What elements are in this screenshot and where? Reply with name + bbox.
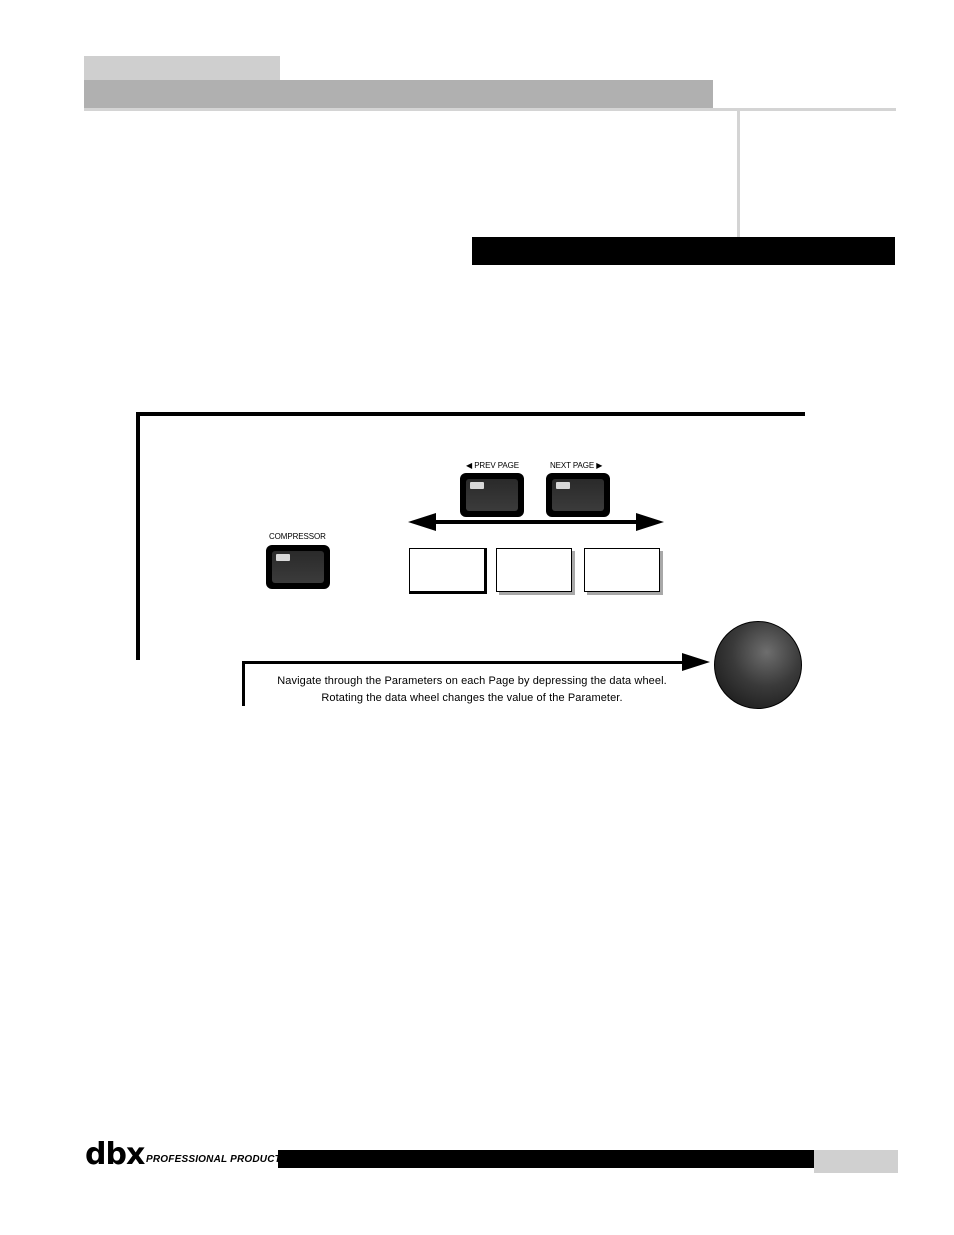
description-line-1: Navigate through the Parameters on each … [277, 675, 667, 687]
header-tab [84, 56, 280, 81]
compressor-button[interactable] [266, 545, 330, 589]
page-navigation-arrow-icon [408, 513, 664, 531]
footer-bar [278, 1150, 814, 1168]
footer-page-box [814, 1150, 898, 1173]
prev-page-button[interactable] [460, 473, 524, 517]
data-wheel-pointer-arrow-icon [242, 653, 710, 706]
footer-tagline: PROFESSIONAL PRODUCTS [146, 1154, 288, 1165]
header-rule [84, 108, 896, 111]
figure-frame-top [136, 412, 805, 416]
dbx-logo: dbx [85, 1137, 145, 1172]
header-vertical-rule [737, 111, 740, 238]
prev-page-label: ◀ PREV PAGE [466, 461, 519, 470]
led-indicator [470, 482, 484, 489]
next-page-button[interactable] [546, 473, 610, 517]
page-box-1 [409, 548, 487, 594]
led-indicator [556, 482, 570, 489]
led-indicator [276, 554, 290, 561]
figure-description: Navigate through the Parameters on each … [122, 675, 822, 715]
page-box-3 [584, 548, 660, 592]
prev-arrow-icon: ◀ [466, 461, 473, 470]
next-arrow-icon: ▶ [596, 461, 603, 470]
description-line-2: Rotating the data wheel changes the valu… [321, 692, 623, 704]
figure-frame-left [136, 412, 140, 660]
next-page-label: NEXT PAGE ▶ [550, 461, 603, 470]
header-bar [84, 80, 713, 108]
section-title-bar [472, 237, 895, 265]
page-box-2 [496, 548, 572, 592]
data-wheel-knob[interactable] [714, 621, 802, 709]
compressor-label: COMPRESSOR [269, 532, 326, 541]
